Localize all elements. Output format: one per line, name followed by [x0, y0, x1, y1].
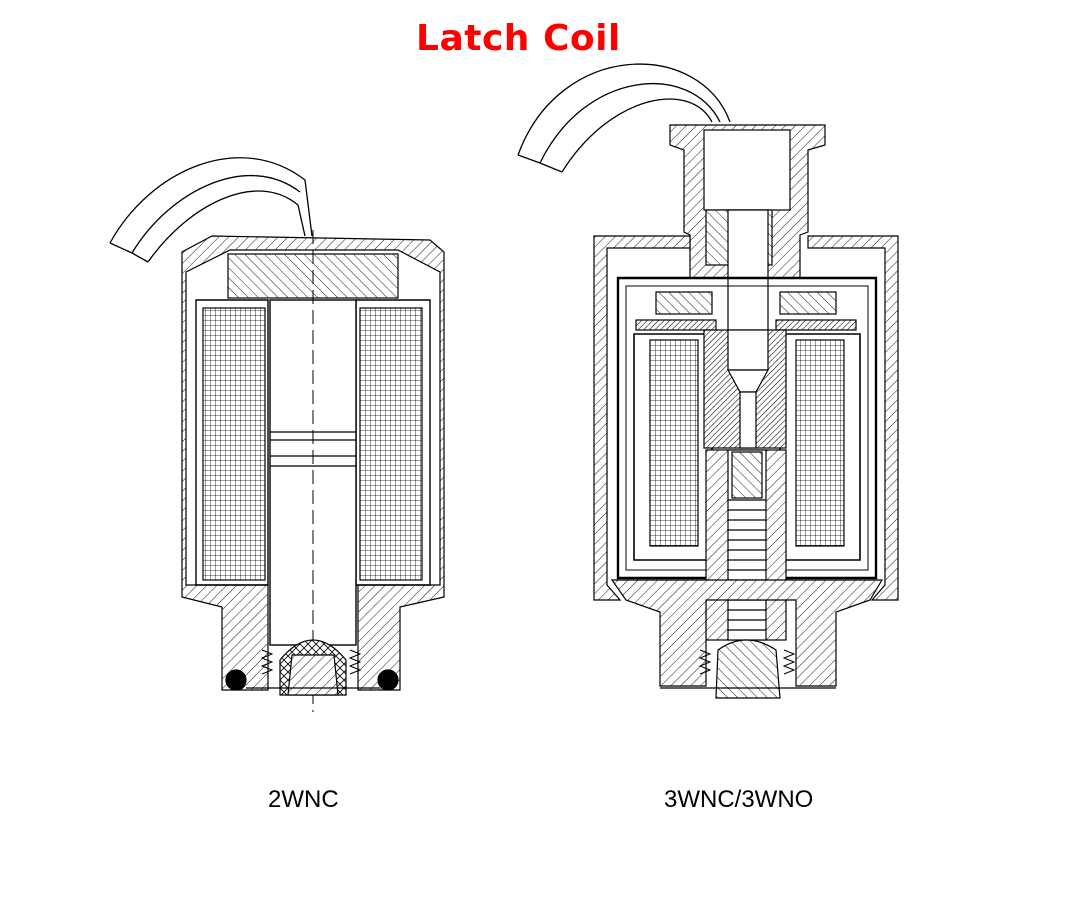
lead-wires-left [109, 157, 313, 244]
inner-frame [616, 276, 878, 580]
lead-wires-right [517, 63, 731, 156]
base-3wnc [610, 579, 884, 687]
coil-winding-left-a [202, 307, 266, 581]
figure-2wnc [109, 157, 445, 712]
coil-winding-right-b [795, 339, 845, 547]
caption-3wnc: 3WNC/3WNO [664, 786, 814, 813]
housing-3wnc [593, 235, 691, 601]
o-ring-right [377, 669, 399, 691]
caption-2wnc: 2WNC [268, 786, 339, 813]
coil-winding-left-b [359, 307, 423, 581]
figure-3wnc [517, 63, 899, 699]
o-ring-left [225, 669, 247, 691]
coil-winding-right-a [649, 339, 699, 547]
diagram-title: Latch Coil [416, 18, 621, 59]
valve-seat-3wnc [715, 639, 781, 699]
